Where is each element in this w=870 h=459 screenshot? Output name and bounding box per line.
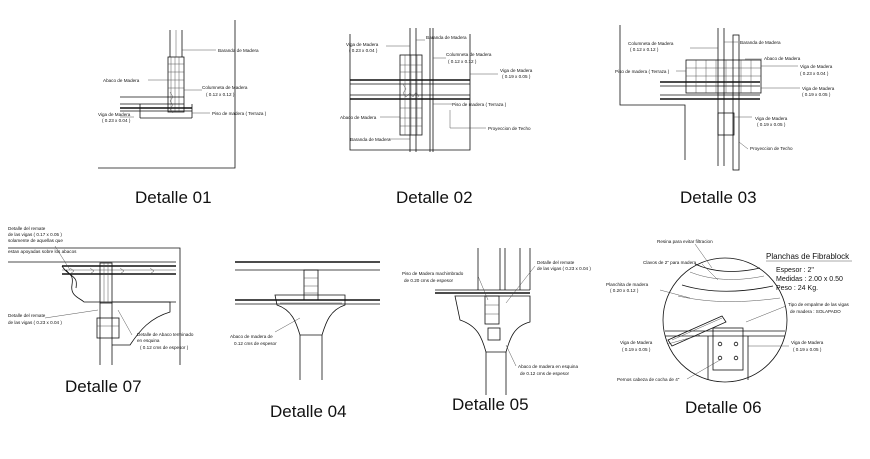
d03-label-baranda: Baranda de Madera [740,40,781,45]
d01-title: Detalle 01 [135,188,212,207]
d06-title: Detalle 06 [685,398,762,417]
d01-label-columneta: Columneta de Madera [202,85,248,90]
d07-label-remate-top-2: de las vigas ( 0.17 x 0.05 ) [8,232,62,237]
d07-label-abaco-3: ( 0.12 cms de espesor ) [140,345,189,350]
d05-label-abaco-2: de 0.12 cms de espesor [520,371,569,376]
d01-label-baranda: Baranda de Madera [218,48,259,53]
d01-label-columneta-dim: ( 0.12 x 0.12 ) [206,92,235,97]
d06-label-pernos: Pernos cabeza de cocha de 4" [617,377,680,382]
d04-label-abaco-2: 0.12 cms de espesor [234,341,277,346]
d07-title: Detalle 07 [65,377,142,396]
d03-label-viga-lower: Viga de Madera [755,116,788,121]
d02-label-piso: Piso de madera ( Terraza ) [452,102,507,107]
d03-label-abaco: Abaco de Madera [764,56,801,61]
detail-04: Abaco de madera de 0.12 cms de espesor D… [230,261,380,421]
d02-label-proyeccion: Proyeccion de Techo [488,126,531,131]
d07-label-abaco-1: Detalle de Abaco terminado [137,332,194,337]
d07-label-abaco-2: en esquina [137,338,160,343]
d06-label-planchita-2: ( 0.20 x 0.12 ) [610,288,639,293]
d06-spec-espesor: Espesor : 2" [776,267,814,274]
d02-label-viga-r-dim: ( 0.19 x 0.05 ) [502,74,531,79]
d06-label-tipo-1: Tipo de empalme de las vigas [788,302,850,307]
d02-title: Detalle 02 [396,188,473,207]
d05-label-abaco-1: Abaco de madera en esquina [518,364,578,369]
d03-label-columneta-dim: ( 0.12 x 0.12 ) [630,47,659,52]
detail-07: Detalle del remate de las vigas ( 0.17 x… [8,226,194,396]
d01-label-viga: Viga de Madera [98,112,131,117]
d02-label-baranda-top: Baranda de Madera [426,35,467,40]
d02-label-columneta-dim: ( 0.12 x 0.12 ) [448,59,477,64]
d03-title: Detalle 03 [680,188,757,207]
d06-label-planchita-1: Planchita de madera [606,282,649,287]
detail-01: Baranda de Madera Abaco de Madera Column… [98,20,267,207]
d07-label-remate-bot-2: de las vigas ( 0.23 x 0.04 ) [8,320,62,325]
d04-title: Detalle 04 [270,402,347,421]
d03-label-viga-top-dim: ( 0.23 x 0.04 ) [800,71,829,76]
d07-label-remate-top-4: estan apoyadas sobre los abacos [8,249,77,254]
d01-label-viga-dim: ( 0.23 x 0.04 ) [102,118,131,123]
d06-planchas-title: Planchas de Fibrablock [766,252,850,261]
d06-spec-peso: Peso : 24 Kg. [776,285,818,292]
d04-label-abaco-1: Abaco de madera de [230,334,273,339]
d02-label-viga: Viga de Madera [346,42,379,47]
detail-02: Viga de Madera ( 0.23 x 0.04 ) Baranda d… [340,28,533,207]
d02-label-baranda-bot: Baranda de Madera [350,137,391,142]
d03-label-proyeccion: Proyeccion de Techo [750,146,793,151]
d07-label-remate-top-3: solamente de aquellas que [8,238,63,243]
d06-label-tipo-2: de madera : SOLAPADO [790,309,841,314]
d03-label-viga-lower-dim: ( 0.19 x 0.05 ) [757,122,786,127]
d06-label-clavos: Clavos de 2" para madera [643,260,697,265]
d02-label-columneta: Columneta de Madera [446,52,492,57]
detail-05: Piso de Madera machimbrado de 0.20 cms d… [402,248,591,414]
d02-label-viga-dim: ( 0.23 x 0.04 ) [349,48,378,53]
d02-label-abaco: Abaco de Madera [340,115,377,120]
d06-label-viga-l-1: Viga de Madera [620,340,653,345]
d05-label-piso-2: de 0.20 cms de espesor [404,278,453,283]
d03-label-viga-mid-dim: ( 0.19 x 0.05 ) [802,92,831,97]
d06-spec-medidas: Medidas : 2.00 x 0.50 [776,276,843,283]
d03-label-columneta: Columneta de Madera [628,41,674,46]
detail-03: Columneta de Madera ( 0.12 x 0.12 ) Bara… [615,25,835,207]
detail-06: Resina para evitar filtracion Clavos de … [606,239,852,417]
d05-label-remate-1: Detalle del remate [537,260,575,265]
d03-label-viga-top: Viga de Madera [800,64,833,69]
d06-label-resina: Resina para evitar filtracion [657,239,713,244]
d03-label-piso: Piso de madera ( Terraza ) [615,69,670,74]
d05-title: Detalle 05 [452,395,529,414]
d06-label-viga-l-2: ( 0.19 x 0.05 ) [622,347,651,352]
d05-label-remate-2: de las vigas ( 0.23 x 0.04 ) [537,266,591,271]
d01-label-abaco: Abaco de Madera [103,78,140,83]
d02-label-viga-r: Viga de Madera [500,68,533,73]
d03-label-viga-mid: Viga de Madera [802,86,835,91]
d06-label-viga-r-2: ( 0.19 x 0.05 ) [793,347,822,352]
d07-label-remate-top-1: Detalle del remate [8,226,46,231]
d05-label-piso-1: Piso de Madera machimbrado [402,271,464,276]
d07-label-remate-bot-1: Detalle del remate [8,313,46,318]
d06-label-viga-r-1: Viga de Madera [791,340,824,345]
d01-label-piso: Piso de madera ( Terraza ) [212,111,267,116]
